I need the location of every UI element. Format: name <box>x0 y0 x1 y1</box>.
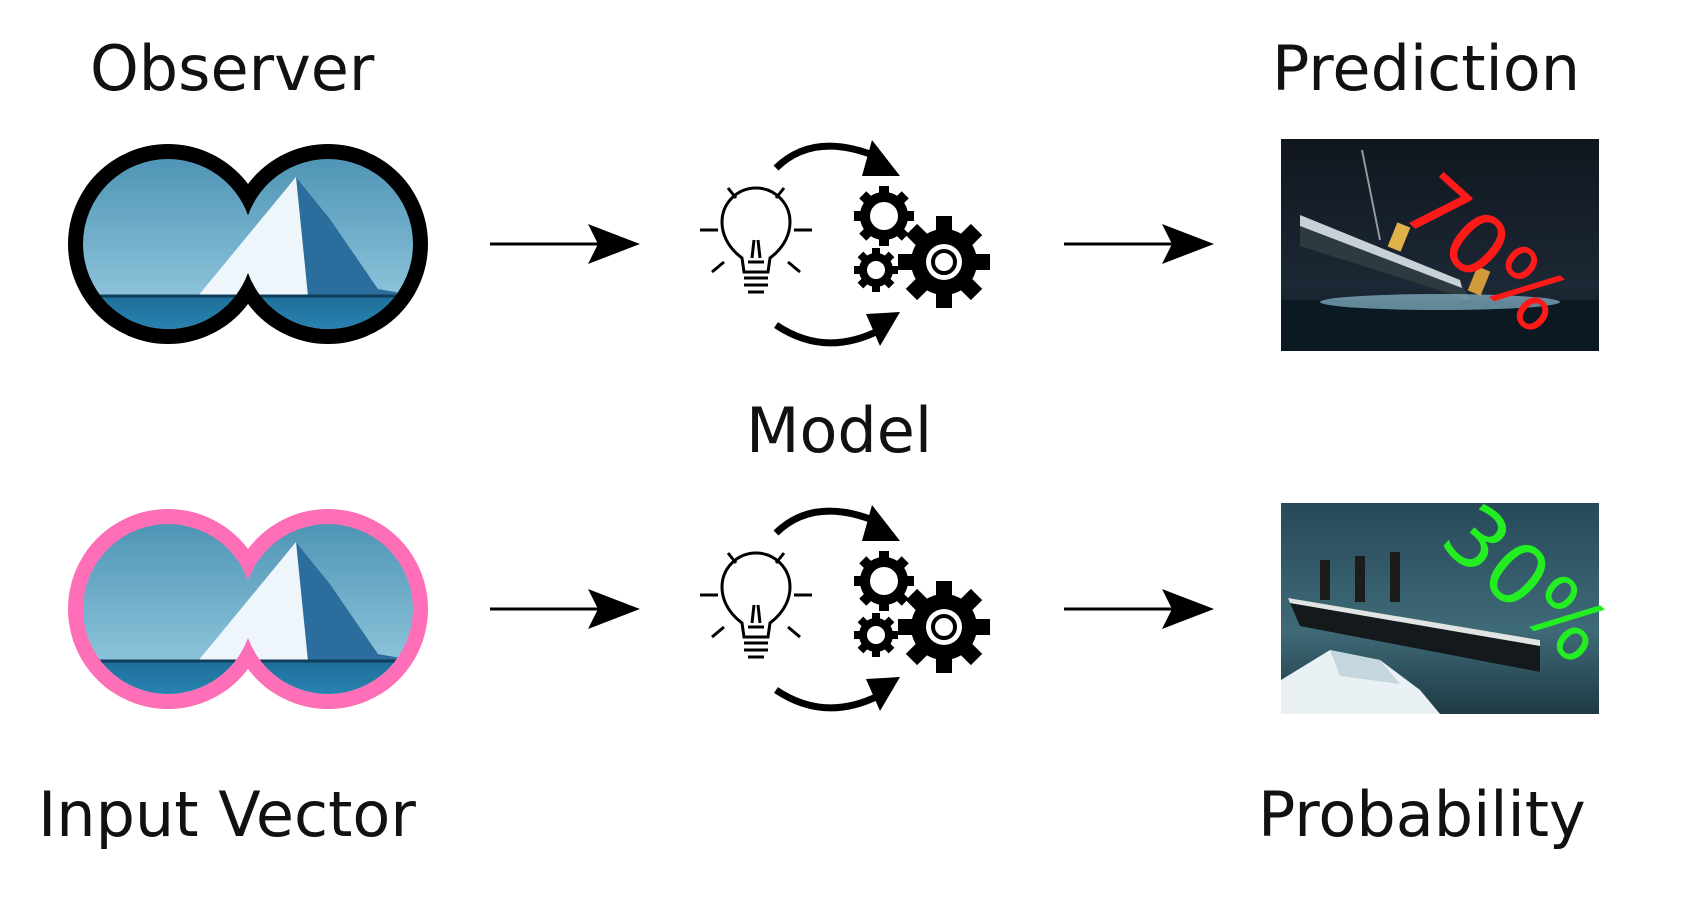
binoculars-icon <box>68 144 428 344</box>
binoculars-icon <box>68 509 428 709</box>
arrow-right-icon <box>490 224 640 264</box>
arrow-right-icon <box>1064 589 1214 629</box>
lightbulb-icon <box>700 551 812 659</box>
gears-icon <box>854 186 990 308</box>
arrow-right-icon <box>490 589 640 629</box>
model-label: Model <box>746 394 933 467</box>
curved-arrow-icon <box>773 140 900 347</box>
arrow-right-icon <box>1064 224 1214 264</box>
curved-arrow-icon <box>773 505 900 712</box>
prediction-label: Prediction <box>1272 32 1581 105</box>
ship-iceberg-image <box>1281 503 1599 714</box>
lightbulb-icon <box>700 186 812 294</box>
model-icon <box>700 140 990 347</box>
probability-label: Probability <box>1258 778 1586 851</box>
model-icon <box>700 505 990 712</box>
input-vector-label: Input Vector <box>38 778 416 851</box>
gears-icon <box>854 551 990 673</box>
sinking-ship-image <box>1281 139 1599 351</box>
observer-label: Observer <box>90 32 375 105</box>
